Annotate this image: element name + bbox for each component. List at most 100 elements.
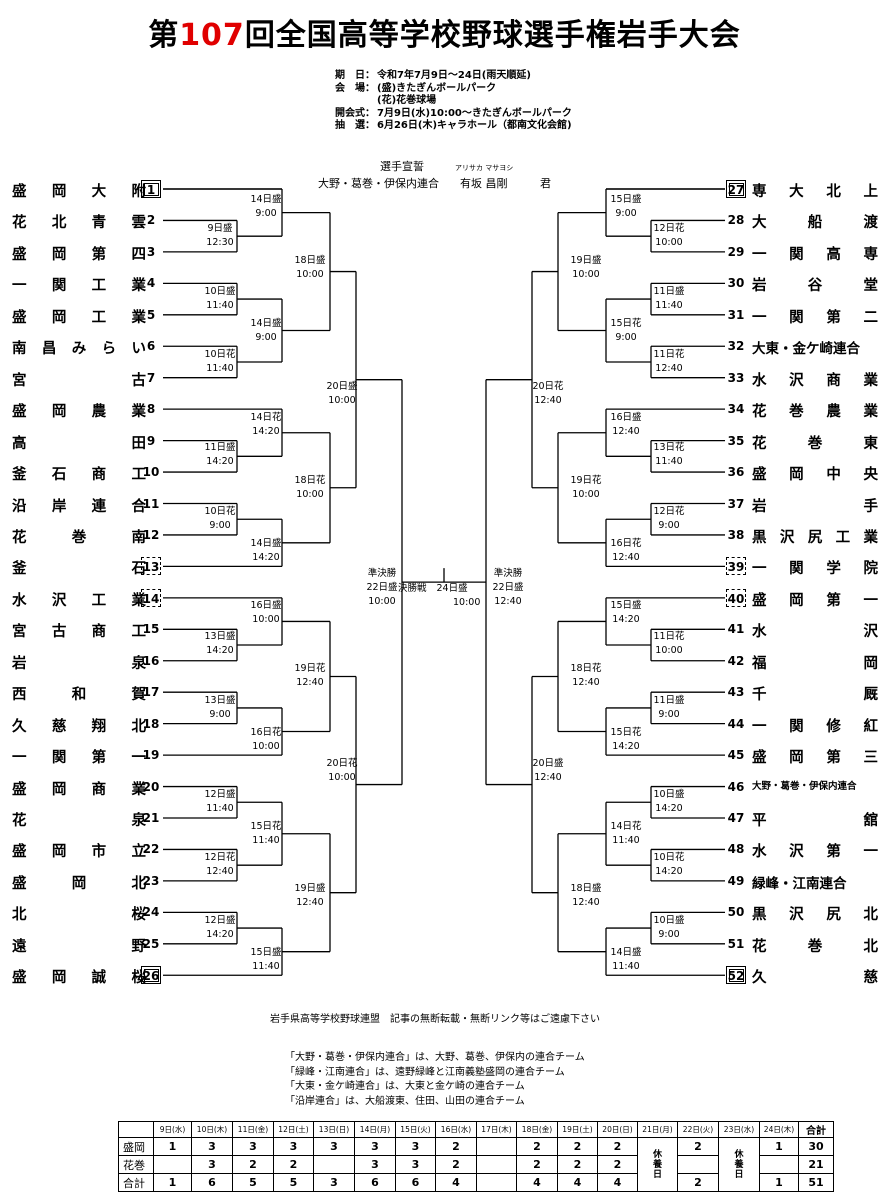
schedule-cell: 3 [354, 1137, 396, 1156]
match-info: 15日花 11:40 [242, 820, 290, 848]
team-name: 盛岡北 [12, 875, 146, 892]
match-time: 12:40 [572, 897, 600, 908]
schedule-cell [677, 1155, 719, 1174]
match-time: 11:40 [655, 300, 683, 311]
schedule-cell [476, 1137, 517, 1156]
team-name: 高田 [12, 435, 146, 452]
team-name: 盛岡工業 [12, 309, 146, 326]
match-time: 12:40 [296, 897, 324, 908]
schedule-cell: 2 [435, 1137, 477, 1156]
match-time: 11:40 [206, 363, 234, 374]
match-time: 12:40 [572, 677, 600, 688]
match-date: 22日盛 [366, 582, 398, 593]
seed-number: 27 [726, 180, 746, 198]
team-name: 花巻農業 [752, 404, 878, 421]
match-date: 13日盛 [204, 631, 236, 642]
schedule-cell: 3 [354, 1155, 396, 1174]
seed-number: 1 [141, 180, 161, 198]
match-date: 12日花 [653, 223, 685, 234]
schedule-cell: 4 [557, 1173, 598, 1192]
schedule-cell: 2 [516, 1137, 558, 1156]
seed-number: 14 [141, 588, 161, 607]
schedule-cell: 2 [273, 1155, 314, 1174]
match-time: 10:00 [296, 489, 324, 500]
match-time: 12:30 [206, 237, 234, 248]
team-name: 宮古 [12, 372, 146, 389]
round-label: 準決勝 [493, 568, 523, 579]
match-date: 18日花 [294, 475, 326, 486]
match-date: 20日花 [326, 758, 358, 769]
team-name: 岩手 [752, 498, 878, 515]
schedule-cell [759, 1155, 799, 1174]
schedule-row-label: 花巻 [118, 1155, 154, 1174]
match-time: 10:00 [655, 645, 683, 656]
match-date: 11日花 [653, 631, 685, 642]
schedule-cell: 21 [798, 1155, 834, 1174]
match-time: 9:00 [658, 929, 680, 940]
match-date: 15日花 [250, 821, 282, 832]
schedule-cell: 2 [677, 1173, 719, 1192]
match-date: 22日盛 [492, 582, 524, 593]
schedule-header: 9日(水) [153, 1121, 192, 1138]
team-name: 一関第二 [752, 309, 878, 326]
seed-number: 5 [146, 307, 156, 322]
team-name: 花巻北 [752, 938, 878, 955]
team-name: 岩谷堂 [752, 278, 878, 295]
match-date: 18日花 [570, 663, 602, 674]
info-value: 7月9日(水)10:00～きたぎんボールパーク [377, 107, 572, 119]
seed-number: 34 [727, 402, 745, 417]
seed-number: 38 [727, 527, 745, 542]
match-info: 18日花 10:00 [286, 474, 334, 502]
team-name: 水沢工業 [12, 592, 146, 609]
legend-line: 「沿岸連合」は、大船渡東、住田、山田の連合チーム [285, 1095, 525, 1107]
info-key: 会 場： [335, 82, 375, 94]
match-time: 10:00 [252, 741, 280, 752]
match-time: 14:20 [252, 552, 280, 563]
match-time: 10:00 [655, 237, 683, 248]
seed-number: 39 [726, 557, 746, 576]
team-name: 遠野 [12, 938, 146, 955]
match-time: 12:40 [612, 552, 640, 563]
match-time: 11:40 [252, 961, 280, 972]
match-date: 14日盛 [250, 194, 282, 205]
seed-number: 45 [727, 748, 745, 763]
match-date: 10日花 [204, 506, 236, 517]
oath-ruby: アリサカ マサヨシ [455, 164, 514, 172]
team-name: 沿岸連合 [12, 498, 146, 515]
schedule-header: 12日(土) [273, 1121, 314, 1138]
schedule-row-label: 合計 [118, 1173, 154, 1192]
match-time: 12:40 [534, 395, 562, 406]
match-time: 10:00 [368, 596, 396, 607]
match-date: 12日花 [653, 506, 685, 517]
match-date: 11日盛 [204, 442, 236, 453]
team-name: 水沢 [752, 624, 878, 641]
page-title: 第107回全国高等学校野球選手権岩手大会 [148, 18, 741, 53]
match-time: 11:40 [252, 835, 280, 846]
seed-number: 20 [142, 779, 160, 794]
match-date: 12日花 [204, 852, 236, 863]
match-time: 14:20 [252, 426, 280, 437]
match-date: 15日花 [610, 318, 642, 329]
info-value: 令和7年7月9日～24日(雨天順延) [377, 70, 531, 81]
